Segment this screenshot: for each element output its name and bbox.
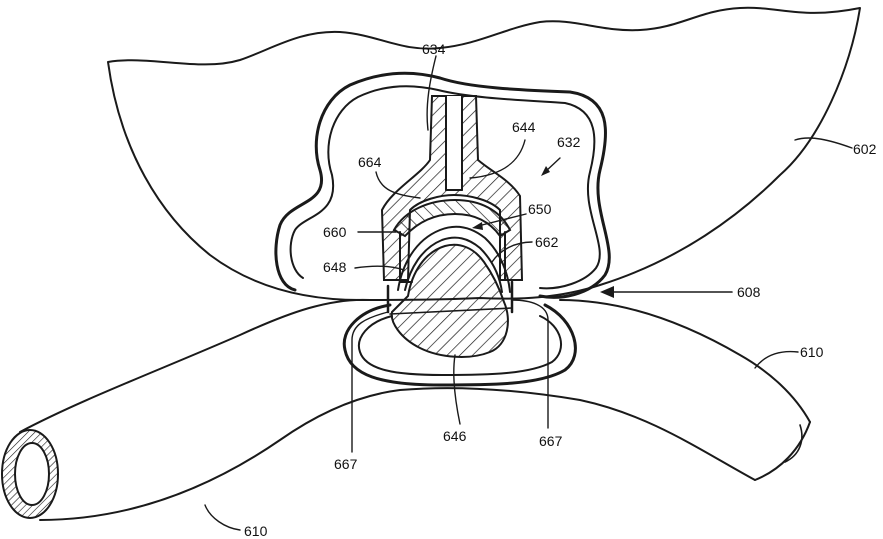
leader-646 [454,355,460,424]
label-644: 644 [512,119,536,135]
leader-667a [352,312,388,452]
vessel-lower-edge [40,388,755,520]
label-662: 662 [535,234,559,250]
label-667-left: 667 [334,456,358,472]
leader-608-arrow [600,286,614,298]
vessel-upper-edge [20,300,370,432]
leader-602 [795,138,852,148]
label-648: 648 [323,259,347,275]
label-650: 650 [528,201,552,217]
leader-610b [205,505,240,530]
label-608: 608 [737,284,761,300]
organ-wall [108,8,860,300]
label-602: 602 [853,141,877,157]
label-610-bottom: 610 [244,523,268,539]
leader-667b [512,300,548,428]
stem-channel-fill [446,96,462,190]
label-660: 660 [323,224,347,240]
label-632: 632 [557,134,581,150]
vessel-lumen-inner [15,443,49,505]
leader-632-arrow [541,166,550,176]
label-610-right: 610 [800,344,824,360]
label-664: 664 [358,154,382,170]
label-667-right: 667 [539,433,563,449]
label-646: 646 [443,428,467,444]
leader-610a [755,352,798,368]
leader-650-arrow [472,222,483,230]
label-634: 634 [422,41,446,57]
